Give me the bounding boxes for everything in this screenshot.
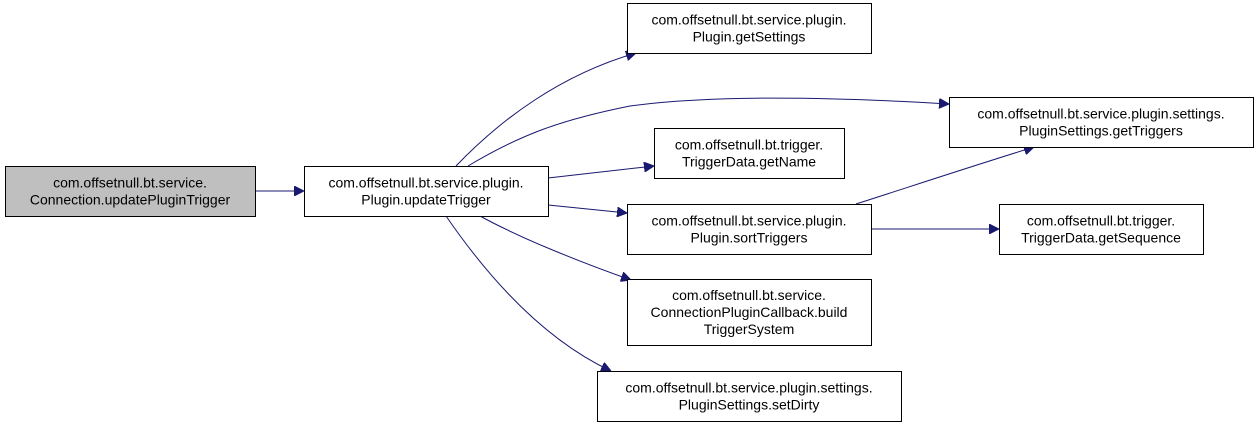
edge-n1-n8 bbox=[445, 215, 611, 371]
node-box[interactable] bbox=[627, 279, 872, 346]
node-box[interactable] bbox=[999, 204, 1204, 255]
node-label-line: com.offsetnull.bt.service.plugin.setting… bbox=[625, 380, 872, 396]
node-box[interactable] bbox=[949, 97, 1254, 148]
node-label-line: Connection.updatePluginTrigger bbox=[30, 192, 231, 208]
edge-n5-n3 bbox=[855, 147, 1034, 205]
node-label-line: Plugin.getSettings bbox=[693, 29, 806, 45]
node-label-line: com.offsetnull.bt.service.plugin. bbox=[328, 175, 523, 191]
node-label-line: com.offsetnull.bt.service. bbox=[672, 287, 826, 303]
edge-n1-n5 bbox=[547, 204, 627, 213]
graph-node-n1[interactable]: com.offsetnull.bt.service.plugin.Plugin.… bbox=[304, 166, 549, 217]
node-label-line: Plugin.sortTriggers bbox=[691, 230, 808, 246]
node-label-line: com.offsetnull.bt.service.plugin.setting… bbox=[977, 106, 1224, 122]
edges-layer bbox=[255, 53, 1034, 371]
node-label-line: com.offsetnull.bt.service. bbox=[53, 175, 207, 191]
node-label-line: TriggerData.getName bbox=[682, 154, 816, 170]
edge-n1-n3 bbox=[467, 97, 949, 167]
node-label-line: com.offsetnull.bt.trigger. bbox=[1027, 213, 1175, 229]
edge-n1-n2 bbox=[455, 53, 636, 167]
graph-node-n6[interactable]: com.offsetnull.bt.trigger.TriggerData.ge… bbox=[999, 204, 1204, 255]
nodes-layer: com.offsetnull.bt.service.Connection.upd… bbox=[5, 3, 1254, 422]
node-label-line: PluginSettings.getTriggers bbox=[1019, 123, 1183, 139]
node-box[interactable] bbox=[627, 204, 872, 255]
node-box[interactable] bbox=[627, 3, 872, 54]
graph-node-n4[interactable]: com.offsetnull.bt.trigger.TriggerData.ge… bbox=[654, 128, 845, 179]
node-label-line: com.offsetnull.bt.service.plugin. bbox=[651, 12, 846, 28]
node-label-line: PluginSettings.setDirty bbox=[679, 397, 820, 413]
node-box[interactable] bbox=[597, 371, 902, 422]
node-box[interactable] bbox=[654, 128, 845, 179]
graph-node-n5[interactable]: com.offsetnull.bt.service.plugin.Plugin.… bbox=[627, 204, 872, 255]
graph-node-n2[interactable]: com.offsetnull.bt.service.plugin.Plugin.… bbox=[627, 3, 872, 54]
edge-n1-n4 bbox=[547, 166, 654, 179]
node-label-line: com.offsetnull.bt.trigger. bbox=[675, 137, 823, 153]
graph-node-n8[interactable]: com.offsetnull.bt.service.plugin.setting… bbox=[597, 371, 902, 422]
node-label-line: TriggerSystem bbox=[704, 321, 795, 337]
node-label-line: com.offsetnull.bt.service.plugin. bbox=[651, 213, 846, 229]
graph-node-n0[interactable]: com.offsetnull.bt.service.Connection.upd… bbox=[5, 166, 256, 217]
node-label-line: ConnectionPluginCallback.build bbox=[651, 304, 848, 320]
node-box[interactable] bbox=[5, 166, 256, 217]
graph-node-n7[interactable]: com.offsetnull.bt.service.ConnectionPlug… bbox=[627, 279, 872, 346]
node-label-line: Plugin.updateTrigger bbox=[361, 192, 491, 208]
edge-n1-n7 bbox=[479, 215, 631, 280]
node-label-line: TriggerData.getSequence bbox=[1021, 230, 1181, 246]
node-box[interactable] bbox=[304, 166, 549, 217]
graph-node-n3[interactable]: com.offsetnull.bt.service.plugin.setting… bbox=[949, 97, 1254, 148]
